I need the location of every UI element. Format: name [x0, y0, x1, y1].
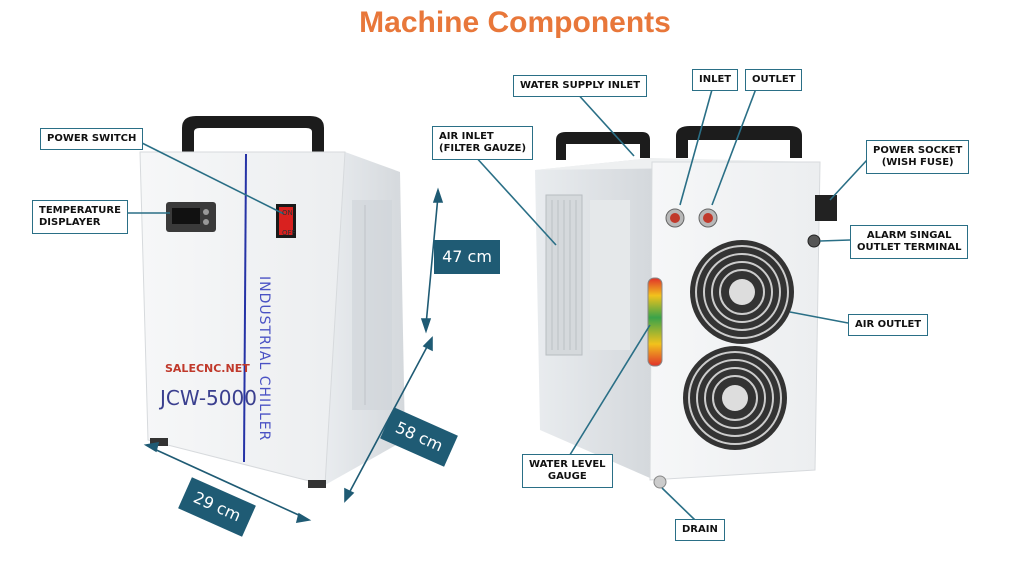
air-outlet-callout: AIR OUTLET: [848, 314, 929, 336]
leader-lines: [120, 85, 868, 521]
inlet-fitting: [665, 208, 685, 228]
drain-callout: DRAIN: [675, 519, 725, 541]
switch-on-label: ON: [282, 209, 293, 217]
drain-plug: [653, 475, 667, 489]
power-socket-callout: POWER SOCKET(WISH FUSE): [866, 140, 970, 174]
right-chiller: [535, 126, 837, 489]
air-inlet-callout: AIR INLET(FILTER GAUZE): [432, 126, 534, 160]
outlet-callout: OUTLET: [745, 69, 803, 91]
alarm-terminal: [807, 234, 821, 248]
page-title: Machine Components: [359, 6, 671, 39]
left-chiller: [139, 116, 405, 488]
industrial-chiller-text: INDUSTRIAL CHILLER: [256, 276, 272, 442]
fan-lower: [683, 346, 787, 450]
height-dimension: 47 cm: [434, 240, 500, 274]
water-level-gauge: [647, 277, 663, 367]
brand-logo: SALECNC.NET: [165, 362, 250, 375]
power-switch-callout: POWER SWITCH: [40, 128, 144, 150]
fan-upper: [690, 240, 794, 344]
switch-off-label: OFF: [282, 229, 296, 237]
inlet-callout: INLET: [692, 69, 739, 91]
temperature-display: [166, 202, 216, 232]
outlet-fitting: [698, 208, 718, 228]
water-supply-inlet-callout: WATER SUPPLY INLET: [513, 75, 648, 97]
model-name: JCW-5000: [160, 386, 257, 410]
power-socket: [815, 195, 837, 221]
